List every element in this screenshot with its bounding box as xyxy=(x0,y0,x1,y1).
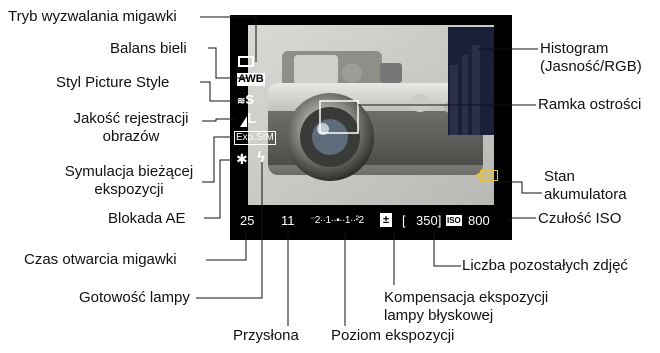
label-shutter-speed: Czas otwarcia migawki xyxy=(24,251,177,269)
label-ae-lock: Blokada AE xyxy=(108,210,186,228)
exposure-level-scale: ⁻2··1··▪··1··²2 xyxy=(310,214,364,228)
live-view-screen: AWB ≋S L Exp.SIM ✱ ϟ 25 11 ⁻2··1··▪··1··… xyxy=(230,15,512,240)
label-focus-frame: Ramka ostrości xyxy=(538,96,641,114)
label-histogram: Histogram (Jasność/RGB) xyxy=(540,40,642,76)
aperture-value: 11 xyxy=(281,214,295,228)
exposure-sim-indicator: Exp.SIM xyxy=(234,131,276,145)
white-balance-value: AWB xyxy=(237,73,265,86)
label-histogram-line2: (Jasność/RGB) xyxy=(540,58,642,76)
label-exposure-level: Poziom ekspozycji xyxy=(331,327,454,345)
iso-icon: ISO xyxy=(446,215,462,226)
label-flash-ready: Gotowość lampy xyxy=(79,289,190,307)
label-quality-line2: obrazów xyxy=(60,128,202,146)
label-exposure-sim-line1: Symulacja bieżącej xyxy=(56,163,202,181)
label-drive-mode: Tryb wyzwalania migawki xyxy=(8,8,177,26)
label-exposure-sim: Symulacja bieżącej ekspozycji xyxy=(56,163,202,199)
camera-photo xyxy=(230,15,512,240)
label-shots-remaining: Liczba pozostałych zdjęć xyxy=(462,257,628,275)
label-battery: Stan akumulatora xyxy=(544,168,627,204)
battery-icon xyxy=(480,170,498,181)
label-aperture: Przysłona xyxy=(233,327,299,345)
label-picture-style: Styl Picture Style xyxy=(56,74,169,92)
iso-value: 800 xyxy=(468,214,490,228)
label-flash-comp-line2: lampy błyskowej xyxy=(384,307,548,325)
label-battery-line2: akumulatora xyxy=(544,186,627,204)
flash-icon: ϟ xyxy=(257,151,265,165)
label-quality-line1: Jakość rejestracji xyxy=(60,110,202,128)
bracket-left: [ xyxy=(402,214,406,228)
ae-lock-icon: ✱ xyxy=(236,152,248,166)
quality-icon: L xyxy=(240,111,256,127)
label-exposure-sim-line2: ekspozycji xyxy=(56,181,202,199)
label-quality: Jakość rejestracji obrazów xyxy=(60,110,202,146)
histogram-icon xyxy=(448,27,494,135)
label-iso: Czułość ISO xyxy=(538,210,621,228)
label-battery-line1: Stan xyxy=(544,168,627,186)
shots-remaining-value: 350] xyxy=(416,214,441,228)
shutter-speed-value: 25 xyxy=(240,214,254,228)
label-white-balance: Balans bieli xyxy=(110,40,187,58)
label-flash-comp-line1: Kompensacja ekspozycji xyxy=(384,289,548,307)
label-histogram-line1: Histogram xyxy=(540,40,642,58)
flash-compensation-icon: ± xyxy=(380,213,392,227)
single-shot-icon xyxy=(238,56,254,67)
picture-style-icon: ≋S xyxy=(237,92,263,107)
label-flash-compensation: Kompensacja ekspozycji lampy błyskowej xyxy=(384,289,548,325)
